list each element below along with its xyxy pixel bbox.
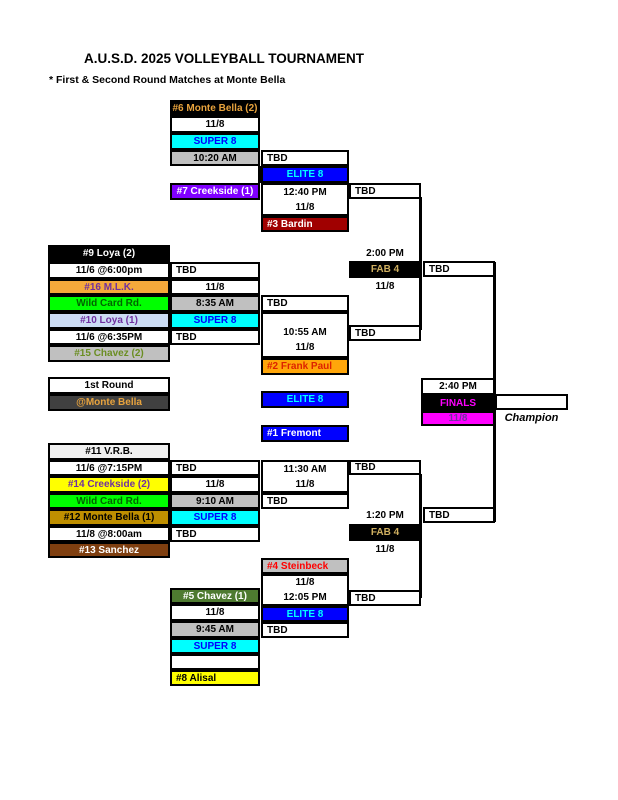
bracket3-tbd-2: TBD: [170, 526, 260, 542]
bracket3-wildcard-date: 11/8: [170, 476, 260, 493]
bracket1-elite8-match-box: 12:40 PM 11/8: [261, 183, 349, 216]
connector-bracket1: [258, 166, 261, 183]
bracket1-winner-tbd: TBD: [261, 150, 349, 166]
venue-note: * First & Second Round Matches at Monte …: [49, 74, 286, 86]
bracket1-super8-time: 10:20 AM: [170, 150, 260, 166]
middle-elite8-label: ELITE 8: [261, 391, 349, 408]
champion-caption: Champion: [504, 412, 559, 424]
tournament-title: A.U.S.D. 2025 VOLLEYBALL TOURNAMENT: [83, 51, 365, 66]
seed-5-chavez: #5 Chavez (1): [170, 588, 260, 604]
seed-4-steinbeck: #4 Steinbeck: [261, 558, 349, 574]
semifinal-bottom-time: 1:20 PM: [366, 510, 404, 521]
seed-8-alisal: #8 Alisal: [170, 670, 260, 686]
bracket2-wildcard-label: Wild Card Rd.: [48, 295, 170, 312]
bracket1-super8-label: SUPER 8: [170, 133, 260, 150]
bracket1-elite8-label: ELITE 8: [261, 166, 349, 183]
bracket2-wildcard-date: 11/8: [170, 279, 260, 295]
seed-2-frank-paul: #2 Frank Paul: [261, 358, 349, 375]
bracket2-elite8-time: 10:55 AM: [283, 327, 327, 338]
champion-line-box: [495, 394, 568, 410]
seed-16-mlk: #16 M.L.K.: [48, 279, 170, 295]
bracket4-elite8-label: ELITE 8: [261, 606, 349, 622]
bracket3-wildcard-label: Wild Card Rd.: [48, 493, 170, 509]
connector-finals: [493, 262, 496, 522]
seed-7-creekside: #7 Creekside (1): [170, 183, 260, 200]
bracket2-match1-datetime: 11/6 @6:00pm: [48, 262, 170, 279]
bracket3-match1-datetime: 11/6 @7:15PM: [48, 460, 170, 476]
semifinal-top-date: 11/8: [375, 281, 395, 292]
seed-3-bardin: #3 Bardin: [261, 216, 349, 232]
bracket4-winner-tbd: TBD: [261, 622, 349, 638]
bracket3-super8-label: SUPER 8: [170, 509, 260, 526]
bracket3-elite8-match-box: 11:30 AM 11/8: [261, 460, 349, 493]
legend-first-round: 1st Round: [48, 377, 170, 394]
seed-1-fremont: #1 Fremont: [261, 425, 349, 442]
bracket4-super8-label: SUPER 8: [170, 638, 260, 654]
connector-semifinal-bottom: [419, 474, 422, 598]
semifinal-bottom-date: 11/8: [375, 544, 395, 555]
bracket4-super8-time: 9:45 AM: [170, 621, 260, 638]
bracket3-super8-time: 9:10 AM: [170, 493, 260, 509]
bracket1-elite8-time: 12:40 PM: [283, 186, 327, 198]
bracket2-tbd-1: TBD: [170, 262, 260, 279]
bracket3-elite8-time: 11:30 AM: [283, 463, 327, 475]
bracket4-elite8-time: 12:05 PM: [283, 592, 327, 603]
seed-13-sanchez: #13 Sanchez: [48, 542, 170, 558]
legend-venue: @Monte Bella: [48, 394, 170, 411]
bracket2-tbd-2: TBD: [170, 329, 260, 345]
seed-14-creekside: #14 Creekside (2): [48, 476, 170, 493]
bracket4-empty-date-box: [170, 654, 260, 670]
bracket2-match2-datetime: 11/6 @6:35PM: [48, 329, 170, 345]
bracket3-winner-tbd: TBD: [261, 493, 349, 509]
bracket4-elite8-match-box: 11/8 12:05 PM: [261, 574, 349, 606]
bracket4-elite8-date: 11/8: [295, 577, 315, 588]
bracket3-match2-datetime: 11/8 @8:00am: [48, 526, 170, 542]
seed-12-monte-bella: #12 Monte Bella (1): [48, 509, 170, 526]
semifinal-top-winner-tbd: TBD: [423, 261, 495, 277]
bracket2-super8-label: SUPER 8: [170, 312, 260, 329]
bracket2-elite8-match-box: 10:55 AM 11/8: [261, 312, 349, 358]
bracket3-elite8-winner-tbd: TBD: [349, 460, 421, 475]
bracket4-date: 11/8: [170, 604, 260, 621]
bracket2-super8-time: 8:35 AM: [170, 295, 260, 312]
finals-label: FINALS: [421, 395, 495, 411]
seed-11-vrb: #11 V.R.B.: [48, 443, 170, 460]
semifinal-bottom-winner-tbd: TBD: [423, 507, 495, 523]
bracket1-elite8-winner-tbd: TBD: [349, 183, 421, 199]
connector-semifinal-top: [419, 197, 422, 330]
semifinal-top-time: 2:00 PM: [366, 248, 404, 259]
bracket1-date: 11/8: [170, 116, 260, 133]
bracket2-elite8-winner-tbd: TBD: [349, 325, 421, 341]
bracket1-elite8-date: 11/8: [295, 201, 315, 213]
seed-10-loya: #10 Loya (1): [48, 312, 170, 329]
bracket2-winner-tbd: TBD: [261, 295, 349, 312]
semifinal-bottom-fab4-label: FAB 4: [349, 524, 421, 541]
seed-9-loya: #9 Loya (2): [48, 245, 170, 262]
semifinal-top-fab4-label: FAB 4: [349, 261, 421, 278]
bracket2-elite8-date: 11/8: [295, 342, 315, 353]
bracket3-elite8-date: 11/8: [295, 478, 315, 490]
finals-time: 2:40 PM: [421, 378, 495, 395]
seed-15-chavez: #15 Chavez (2): [48, 345, 170, 362]
seed-6-monte-bella: #6 Monte Bella (2): [170, 100, 260, 116]
finals-date: 11/8: [421, 411, 495, 426]
bracket3-tbd-1: TBD: [170, 460, 260, 476]
bracket4-elite8-winner-tbd: TBD: [349, 590, 421, 606]
